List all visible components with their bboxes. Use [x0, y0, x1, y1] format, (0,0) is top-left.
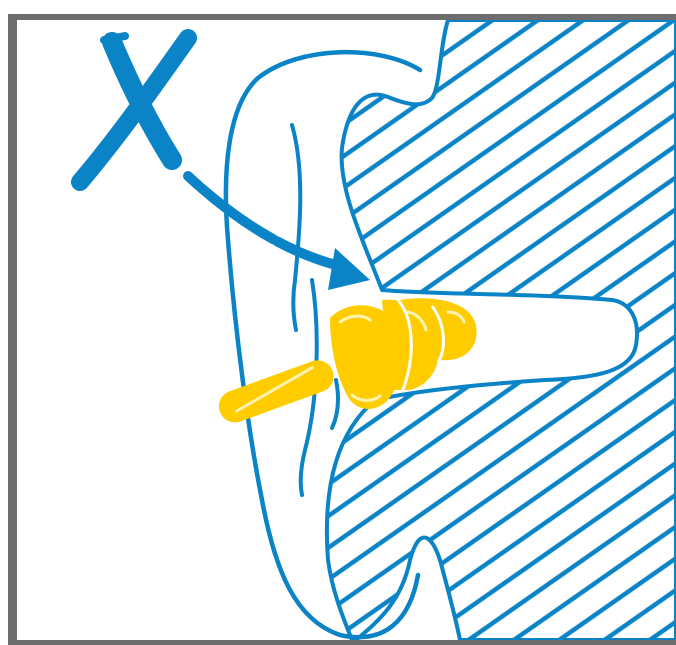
diagram-canvas [0, 0, 676, 645]
earplug-insertion-diagram [0, 0, 676, 645]
